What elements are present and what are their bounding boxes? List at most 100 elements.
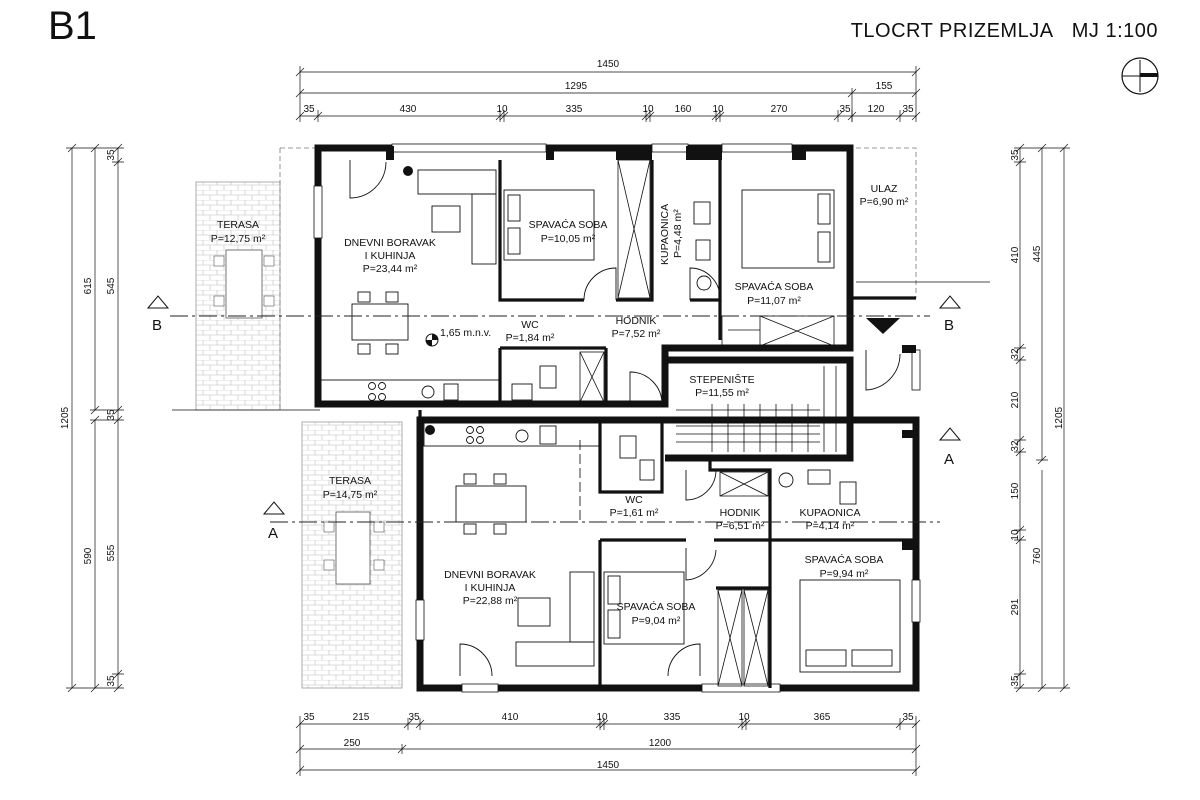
dim-top-155: 155	[876, 81, 893, 92]
terasa-bottom-name: TERASA	[329, 475, 371, 487]
wc-bottom-name: WC	[625, 494, 643, 506]
dim-top-2: 10	[496, 104, 508, 115]
dim-left-2: 35	[106, 409, 117, 421]
dim-top-9: 120	[868, 104, 885, 115]
dim-top-total: 1450	[597, 59, 620, 70]
dim-top-4: 10	[642, 104, 654, 115]
hodnik-top-name: HODNIK	[616, 315, 657, 327]
soba-bottom1-area: P=9,04 m²	[632, 615, 681, 627]
ulaz-name: ULAZ	[871, 183, 898, 195]
dim-bottom-250: 250	[344, 738, 361, 749]
wc-top-name: WC	[521, 319, 539, 331]
furniture	[319, 169, 857, 667]
section-marker-b-right	[938, 295, 962, 309]
dim-bottom-2: 35	[408, 712, 420, 723]
dim-bottom-0: 35	[303, 712, 315, 723]
dim-bottom-4: 10	[596, 712, 608, 723]
soba-top1-area: P=10,05 m²	[541, 233, 596, 245]
boravak-top-name1: DNEVNI BORAVAK	[344, 237, 436, 249]
plan-heading: TLOCRT PRIZEMLJA MJ 1:100	[851, 20, 1158, 43]
dim-top-10: 35	[902, 104, 914, 115]
dimension-lines	[66, 66, 1070, 776]
dim-bottom-6: 10	[738, 712, 750, 723]
dim-bottom-1200: 1200	[649, 738, 672, 749]
section-label-b-left: B	[152, 317, 162, 334]
dim-right-8: 35	[1010, 675, 1021, 687]
soba-top1-name: SPAVAĆA SOBA	[529, 218, 608, 231]
dim-top-3: 335	[566, 104, 583, 115]
kupaonica-top-area: P=4,48 m²	[672, 209, 684, 258]
windows	[313, 143, 921, 693]
stepeniste-name: STEPENIŠTE	[689, 373, 754, 386]
dim-left-3: 555	[106, 544, 117, 561]
soba-top2-name: SPAVAĆA SOBA	[735, 280, 814, 293]
level-label: 1,65 m.n.v.	[440, 327, 491, 339]
ulaz-area: P=6,90 m²	[860, 196, 909, 208]
dim-right-0: 35	[1010, 149, 1021, 161]
dim-top-8: 35	[839, 104, 851, 115]
terrace-top	[195, 181, 281, 411]
doors	[349, 160, 901, 677]
section-marker-a-right	[938, 427, 962, 441]
dim-bottom-7: 365	[814, 712, 831, 723]
dim-right-3: 210	[1010, 391, 1021, 408]
dim-right-1: 410	[1010, 246, 1021, 263]
soba-bottom1-name: SPAVAĆA SOBA	[617, 600, 696, 613]
level-marker-icon	[425, 333, 439, 347]
section-label-a-right: A	[944, 451, 954, 468]
boravak-bottom-name1: DNEVNI BORAVAK	[444, 569, 536, 581]
dim-left-1: 545	[106, 277, 117, 294]
dim-top-1: 430	[400, 104, 417, 115]
dim-top-5: 160	[675, 104, 692, 115]
beds	[503, 189, 901, 673]
boravak-bottom-name2: I KUHINJA	[465, 582, 516, 594]
stairs	[676, 316, 849, 452]
dim-top-0: 35	[303, 104, 315, 115]
section-marker-a-left	[262, 501, 286, 515]
dim-left-outer: 1205	[60, 406, 71, 429]
dim-right-outer: 1205	[1054, 406, 1065, 429]
section-marker-b-left	[146, 295, 170, 309]
dim-left-4: 35	[106, 675, 117, 687]
outer-walls	[314, 144, 920, 692]
hodnik-top-area: P=7,52 m²	[612, 328, 661, 340]
kupaonica-bottom-area: P=4,14 m²	[806, 520, 855, 532]
hodnik-bottom-area: P=6,51 m²	[716, 520, 765, 532]
dim-right-4: 32	[1010, 440, 1021, 452]
terasa-bottom-area: P=14,75 m²	[323, 489, 378, 501]
dim-bottom-5: 335	[664, 712, 681, 723]
wc-bottom-area: P=1,61 m²	[610, 507, 659, 519]
plan-title: TLOCRT PRIZEMLJA	[850, 20, 1054, 42]
dim-top-7: 270	[771, 104, 788, 115]
section-label-b-right: B	[944, 317, 954, 334]
soba-top2-area: P=11,07 m²	[747, 295, 801, 307]
dim-right-6: 10	[1010, 529, 1021, 541]
dim-right-2: 32	[1010, 348, 1021, 360]
dim-right-445: 445	[1032, 245, 1043, 262]
terasa-top-name: TERASA	[217, 219, 259, 231]
hodnik-bottom-name: HODNIK	[720, 507, 761, 519]
boravak-bottom-area: P=22,88 m²	[463, 595, 518, 607]
dim-left-615: 615	[83, 277, 94, 294]
dim-right-5: 150	[1010, 482, 1021, 499]
boravak-top-name2: I KUHINJA	[365, 250, 416, 262]
dim-bottom-1: 215	[353, 712, 370, 723]
dim-right-760: 760	[1032, 547, 1043, 564]
dim-left-590: 590	[83, 547, 94, 564]
boravak-top-area: P=23,44 m²	[363, 263, 418, 275]
terasa-top-area: P=12,75 m²	[211, 233, 266, 245]
north-arrow-icon	[1121, 57, 1159, 95]
plan-scale: MJ 1:100	[1071, 20, 1158, 42]
kupaonica-top-name: KUPAONICA	[659, 204, 671, 265]
terrace-bottom	[301, 421, 403, 689]
dim-right-7: 291	[1010, 598, 1021, 615]
soba-bottom2-area: P=9,94 m²	[820, 568, 869, 580]
kupaonica-bottom-name: KUPAONICA	[799, 507, 860, 519]
dim-top-6: 10	[712, 104, 724, 115]
stepeniste-area: P=11,55 m²	[695, 387, 749, 399]
soba-bottom2-name: SPAVAĆA SOBA	[805, 553, 884, 566]
dim-bottom-3: 410	[502, 712, 519, 723]
dim-top-1295: 1295	[565, 81, 588, 92]
dim-bottom-8: 35	[902, 712, 914, 723]
